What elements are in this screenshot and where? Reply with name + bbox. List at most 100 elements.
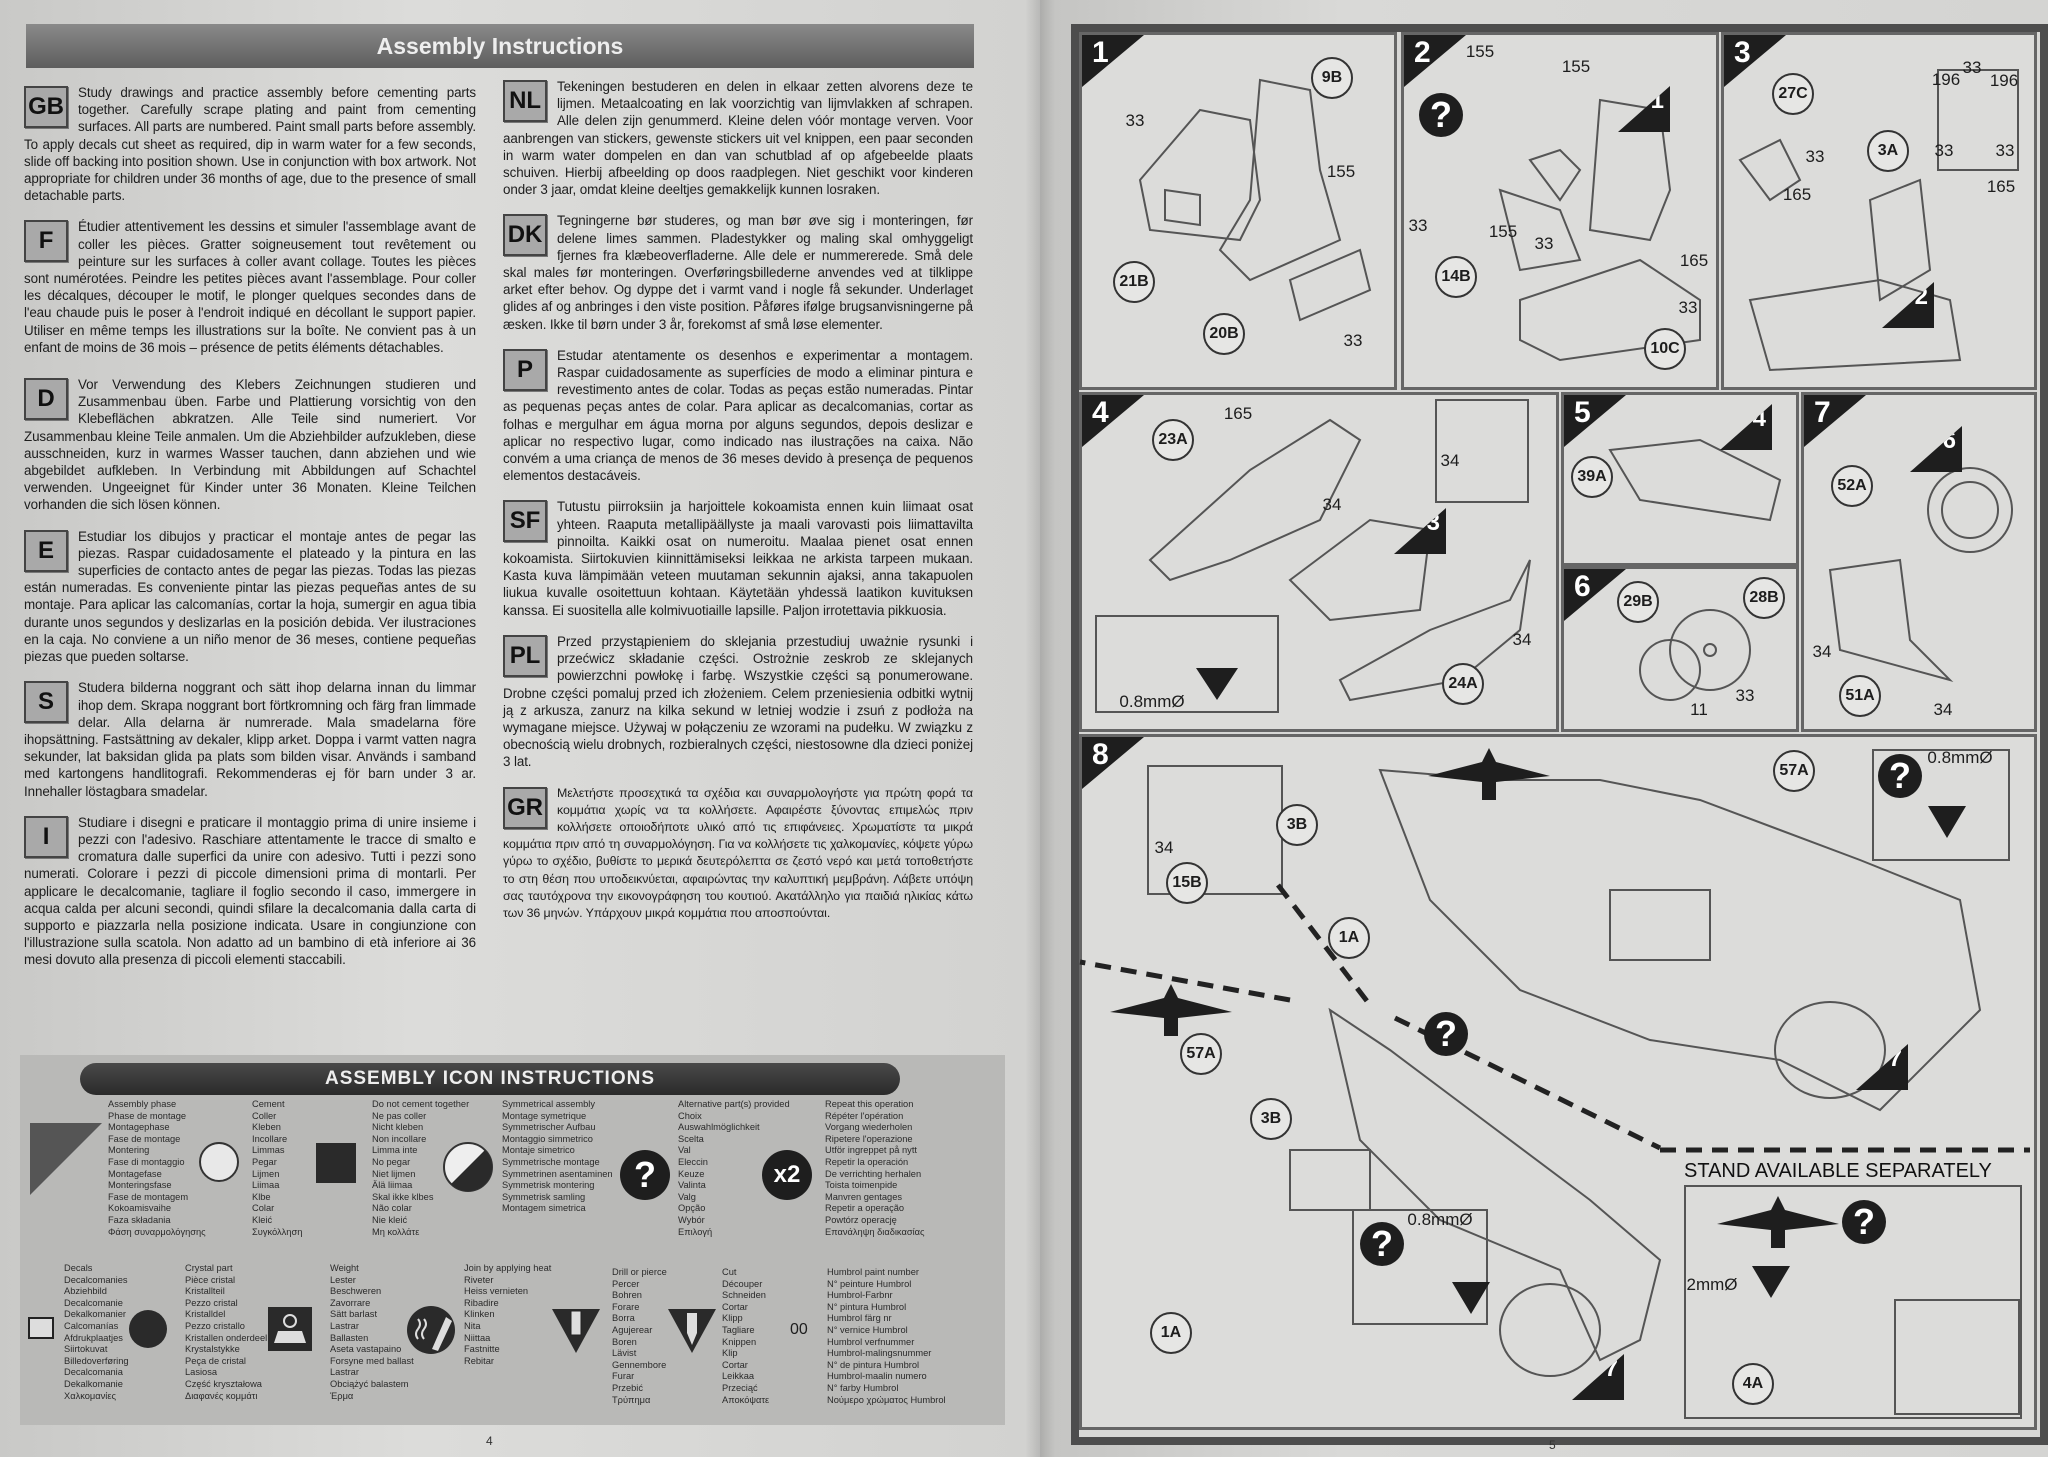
lang-text: Tegningerne bør studeres, og man bør øve… [503,213,973,332]
flag-f: F [24,220,68,263]
lang-text: Vor Verwendung des Klebers Zeichnungen s… [24,377,476,513]
part-label: 9B [1311,57,1353,99]
part-label: 155 [1326,162,1356,181]
part-label: 51A [1839,675,1881,717]
part-label: 165 [1223,404,1253,423]
legend-symmetrical: Symmetrical assembly Montage symetrique … [502,1099,613,1214]
cement-icon [199,1142,239,1182]
flag-gb: GB [24,86,68,128]
heat-join-icon [407,1306,455,1354]
part-label: 33 [1534,234,1554,253]
part-label: 33 [1408,216,1428,235]
flag-pl: PL [503,634,547,677]
lang-text: Przed przystąpieniem do sklejania przest… [503,633,973,770]
part-label: 33 [1735,686,1755,705]
step-5-number: 5 [1574,396,1591,429]
flag-sf: SF [503,500,547,543]
part-label: 155 [1465,42,1495,61]
legend-crystal-part: Crystal part Pièce cristal Kristallteil … [185,1263,268,1401]
cut-icon [668,1309,716,1353]
symmetrical-assembly-icon [443,1142,493,1192]
part-label: 34 [1933,700,1953,719]
part-label: 34 [1512,630,1532,649]
flag-p: P [503,348,547,391]
part-label: 14B [1435,256,1477,298]
flag-nl: NL [503,80,547,122]
step-2-number: 2 [1414,36,1431,69]
alternative-part-icon: ? [620,1150,670,1200]
step-4-number: 4 [1092,396,1109,429]
part-label: 34 [1322,495,1342,514]
part-label: 34 [1154,838,1174,857]
part-label: 27C [1772,73,1814,115]
part-label: 28B [1743,577,1785,619]
lang-text: Estudar atentamente os desenhos e experi… [503,347,973,484]
part-label: 155 [1488,222,1518,241]
part-label: 23A [1152,419,1194,461]
legend-cut: Cut Découper Schneiden Cortar Klipp Tagl… [722,1267,770,1405]
part-label: 3B [1276,804,1318,846]
alternative-part-icon: ? [1419,93,1463,137]
part-label: 33 [1805,147,1825,166]
part-label: 29B [1617,581,1659,623]
decals-icon [28,1317,54,1339]
weight-icon [268,1307,312,1351]
part-label: 155 [1561,57,1591,76]
drill-size-label: 0.8mmØ [1119,692,1185,711]
step-8-number: 8 [1092,738,1109,771]
legend-cement: Cement Coller Kleben Incollare Limmas Pe… [252,1099,303,1237]
page-number-right: 5 [1549,1438,1556,1452]
part-label: 1A [1328,917,1370,959]
part-label: 52A [1831,465,1873,507]
legend-assembly-phase: Assembly phase Phase de montage Montagep… [108,1099,206,1237]
page-gutter [1025,0,1055,1457]
part-label: 15B [1166,862,1208,904]
lang-text: Étudier attentivement les dessins et sim… [24,219,476,355]
lang-text: Studera bilderna noggrant och sätt ihop … [24,680,476,799]
legend-do-not-cement: Do not cement together Ne pas coller Nic… [372,1099,470,1237]
part-label: 33 [1995,141,2015,160]
assembly-icon-instructions: ASSEMBLY ICON INSTRUCTIONS Assembly phas… [20,1055,1005,1425]
part-label: 33 [1678,298,1698,317]
step-6-number: 6 [1574,570,1591,603]
lang-text: Studiare i disegni e praticare il montag… [24,814,476,968]
alternative-part-icon: ? [1360,1222,1404,1266]
crystal-part-icon [129,1310,167,1348]
part-label: 196 [1931,70,1961,89]
lang-text: Μελετήστε προσεχτικά τα σχέδια και συναρ… [503,785,973,920]
paint-number-icon: 00 [790,1321,808,1338]
step-7-panel [1801,392,2037,732]
lang-text: Tutustu piirroksiin ja harjoittele kokoa… [503,499,973,618]
part-label: 165 [1679,251,1709,270]
part-label: 33 [1934,141,1954,160]
part-label: 11 [1690,700,1708,719]
drill-icon [552,1309,600,1353]
step-3-number: 3 [1734,36,1751,69]
step-4-panel [1079,392,1559,732]
part-label: 34 [1440,451,1460,470]
page-title: Assembly Instructions [26,24,974,68]
flag-e: E [24,529,68,572]
assembly-phase-icon [30,1123,102,1195]
lang-text: Study drawings and practice assembly bef… [24,85,476,204]
part-label: 1A [1150,1312,1192,1354]
part-label: 165 [1986,177,2016,196]
stand-available-title: STAND AVAILABLE SEPARATELY [1684,1160,1992,1182]
stand-drill-size-label: 2mmØ [1686,1275,1738,1294]
part-label: 57A [1180,1033,1222,1075]
part-label: 20B [1203,313,1245,355]
flag-gr: GR [503,786,547,829]
alternative-part-icon: ? [1878,754,1922,798]
part-label: 33 [1962,58,1982,77]
